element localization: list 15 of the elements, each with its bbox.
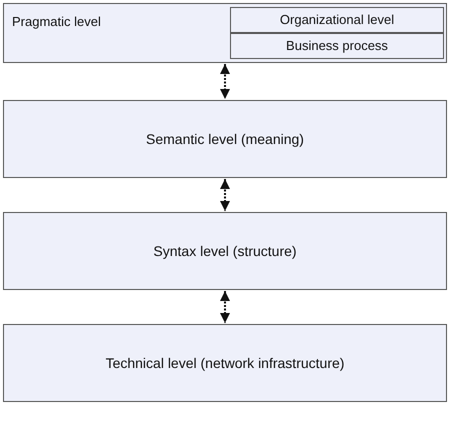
- double-arrow: [220, 179, 230, 211]
- level-label: Business process: [286, 37, 388, 56]
- sub-level-box: [230, 33, 444, 59]
- level-box: [3, 100, 447, 178]
- level-box: [3, 212, 447, 290]
- double-arrow: [220, 64, 230, 99]
- level-label: Organizational level: [280, 11, 394, 30]
- level-label: Semantic level (meaning): [146, 130, 304, 149]
- level-box: [3, 3, 447, 63]
- level-label: Syntax level (structure): [153, 242, 297, 261]
- level-box: [3, 324, 447, 402]
- level-label: Technical level (network infrastructure): [106, 354, 344, 373]
- double-arrow: [220, 291, 230, 323]
- level-label: Pragmatic level: [12, 13, 101, 32]
- sub-level-box: [230, 7, 444, 33]
